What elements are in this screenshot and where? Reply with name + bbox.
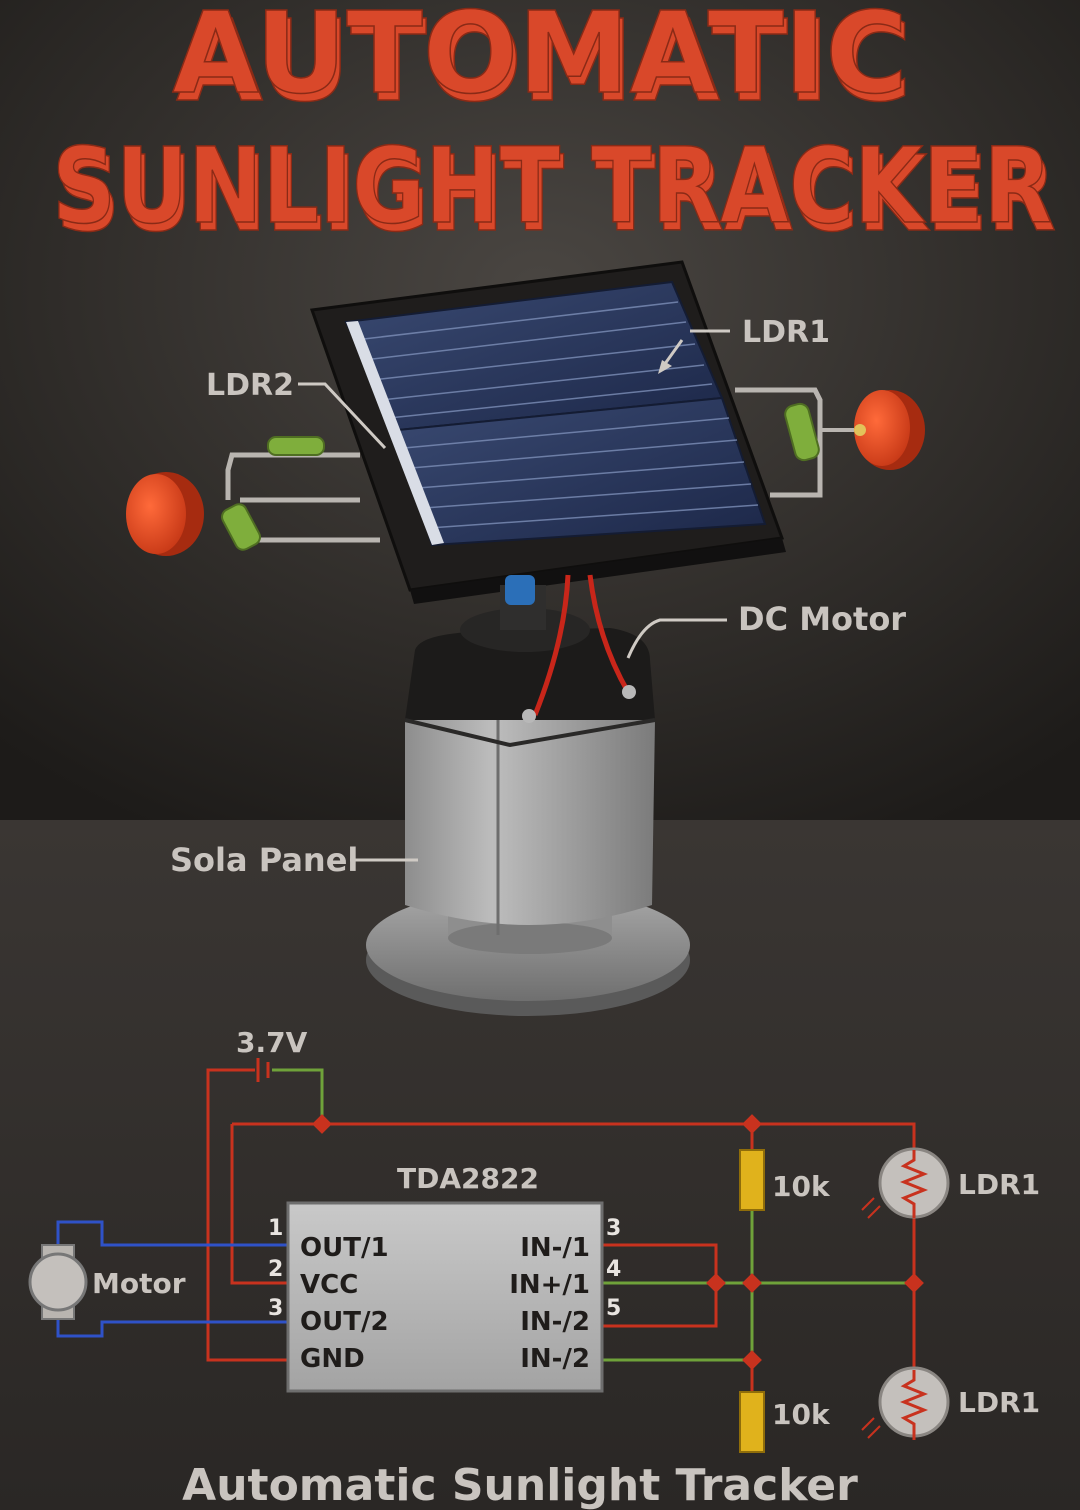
right-ldr-sensor xyxy=(854,424,866,436)
circuit-schematic: 3.7V xyxy=(28,1026,1040,1453)
dc-motor-callout-line xyxy=(626,618,727,659)
right-ldr-cap xyxy=(854,390,910,466)
pin-number-2: 2 xyxy=(268,1257,283,1282)
callout-ldr2: LDR2 xyxy=(206,368,294,403)
pin-label-gnd: GND xyxy=(300,1344,365,1374)
callout-dc-motor: DC Motor xyxy=(738,600,906,638)
motor-can xyxy=(405,720,655,925)
right-resistor xyxy=(784,402,820,462)
left-ldr-cap xyxy=(126,474,186,554)
title-line1-shadow: AUTOMATIC xyxy=(176,0,912,127)
motor-label: Motor xyxy=(92,1267,186,1300)
ldr-top-label: LDR1 xyxy=(958,1168,1040,1201)
pin-label-in-minus-1: IN-/1 xyxy=(520,1233,590,1263)
motor-terminal-right xyxy=(622,685,636,699)
panel-highlight-strip xyxy=(346,321,444,545)
battery-label: 3.7V xyxy=(236,1026,308,1059)
motor-cap-edge xyxy=(404,718,656,748)
pin-number-3: 3 xyxy=(268,1296,283,1321)
callout-ldr1: LDR1 xyxy=(742,315,830,350)
resistor-bottom xyxy=(739,1391,765,1453)
pin-label-out2: OUT/2 xyxy=(300,1307,389,1337)
ldr2-callout-line xyxy=(298,382,387,450)
base-collar-bottom xyxy=(448,922,612,954)
callout-sola-panel: Sola Panel xyxy=(170,841,358,879)
blue-motor-wires xyxy=(56,1220,288,1338)
ldr-bottom-symbol xyxy=(861,1366,950,1440)
dc-motor-assembly xyxy=(366,574,690,1016)
junction-dots xyxy=(312,1114,924,1370)
footer-caption: Automatic Sunlight Tracker xyxy=(182,1460,858,1510)
battery-symbol xyxy=(256,1058,270,1082)
resistor-top-label: 10k xyxy=(772,1170,831,1203)
pin-label-in-minus-2b: IN-/2 xyxy=(520,1344,590,1374)
solar-panel xyxy=(309,260,786,604)
motor-shaft-coupler xyxy=(505,575,535,605)
ldr1-arrow-head xyxy=(658,360,672,374)
motor-top-cap xyxy=(405,628,655,720)
pin-number-r3: 3 xyxy=(606,1216,621,1241)
title-line1: AUTOMATIC xyxy=(172,0,908,119)
tda2822-chip xyxy=(286,1201,604,1393)
ldr-top-symbol xyxy=(861,1147,950,1219)
title-line2-shadow: SUNLIGHT TRACKER xyxy=(56,133,1056,255)
pin-number-r5: 5 xyxy=(606,1296,621,1321)
pin-label-in-minus-2: IN-/2 xyxy=(520,1307,590,1337)
ic-name: TDA2822 xyxy=(397,1162,539,1195)
pin-label-in-plus-1: IN+/1 xyxy=(509,1270,590,1300)
title-line2: SUNLIGHT TRACKER xyxy=(52,125,1052,247)
left-resistor-upper xyxy=(267,436,325,456)
left-ldr-assembly xyxy=(126,436,380,556)
cell-lines xyxy=(354,301,759,529)
pin-label-out1: OUT/1 xyxy=(300,1233,389,1263)
ldr-bottom-label: LDR1 xyxy=(958,1386,1040,1419)
motor-symbol xyxy=(28,1244,88,1320)
pin-number-1: 1 xyxy=(268,1216,283,1241)
resistor-top xyxy=(739,1149,765,1211)
right-leads xyxy=(735,387,823,498)
right-ldr-assembly xyxy=(735,387,925,498)
resistor-bottom-label: 10k xyxy=(772,1398,831,1431)
title-block: AUTOMATIC AUTOMATIC SUNLIGHT TRACKER SUN… xyxy=(51,0,1057,256)
motor-terminal-left xyxy=(522,709,536,723)
pin-number-r4: 4 xyxy=(606,1257,621,1282)
pin-label-vcc: VCC xyxy=(300,1270,358,1300)
left-resistor-lower xyxy=(221,503,261,551)
motor-wires xyxy=(532,574,631,716)
